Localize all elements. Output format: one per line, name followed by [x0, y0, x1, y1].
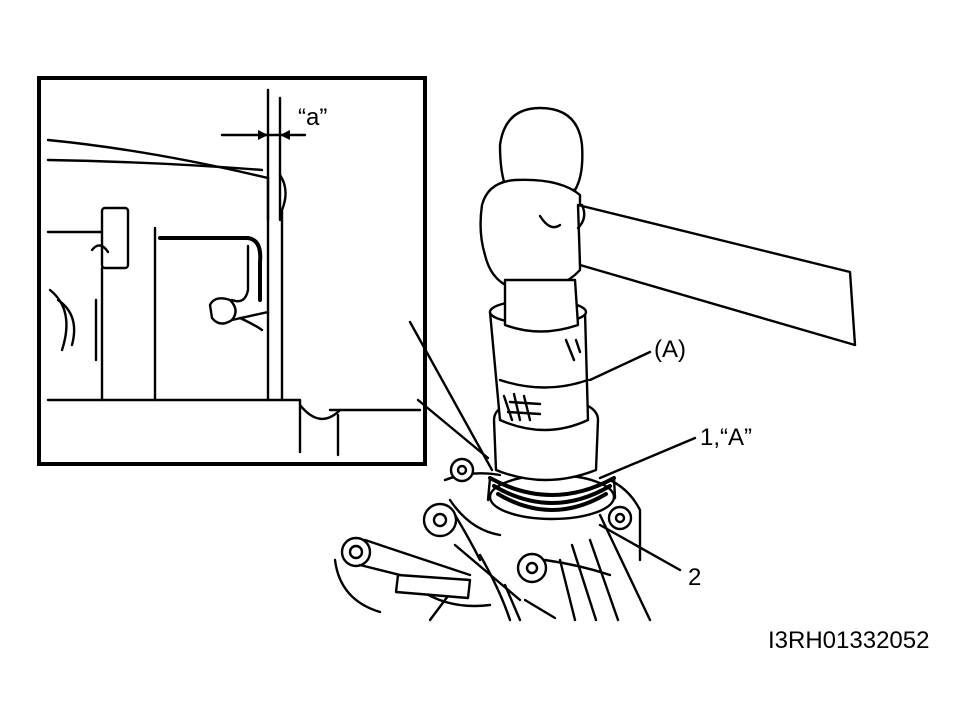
- inset-leader-line: [408, 320, 494, 472]
- inset-detail-view: [37, 76, 427, 466]
- part-2-label: 2: [688, 564, 701, 591]
- dimension-a-label: “a”: [298, 104, 327, 131]
- tool-A-label: (A): [654, 336, 686, 363]
- leader-part-2: [598, 523, 682, 572]
- leader-part-1A: [598, 436, 697, 480]
- part-1A-label: 1,“A”: [700, 424, 752, 451]
- leader-tool-A: [588, 350, 652, 382]
- hammer: [479, 106, 857, 347]
- figure-code: I3RH01332052: [768, 627, 929, 654]
- oil-seal-part-1: [486, 473, 617, 521]
